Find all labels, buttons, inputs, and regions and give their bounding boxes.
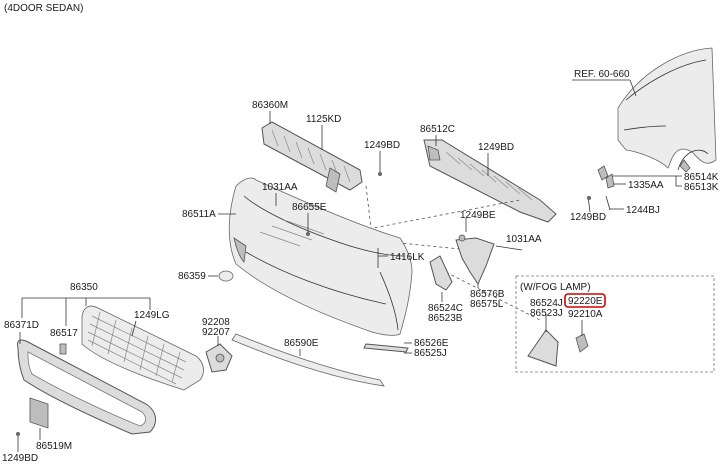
assembly-line bbox=[365, 185, 373, 237]
callout-86523B[interactable]: 86523B bbox=[428, 313, 463, 324]
callout-1335AA[interactable]: 1335AA bbox=[614, 180, 664, 191]
fender-bracket-part bbox=[587, 165, 615, 213]
fog-lamp-group: (W/FOG LAMP) bbox=[515, 275, 715, 373]
callout-86575L[interactable]: 86575L bbox=[470, 299, 504, 310]
svg-text:86519M: 86519M bbox=[36, 441, 72, 452]
callout-86526E[interactable]: 86526E bbox=[404, 338, 449, 349]
callout-1249BD-fender[interactable]: 1249BD bbox=[570, 212, 606, 223]
license-bracket-part bbox=[29, 397, 49, 429]
svg-text:92210A: 92210A bbox=[568, 309, 603, 320]
upper-bracket-part bbox=[261, 121, 363, 193]
highlight-box bbox=[564, 293, 606, 308]
fender-part bbox=[617, 47, 717, 173]
grille-frame-part bbox=[17, 339, 156, 435]
callout-86512C[interactable]: 86512C bbox=[420, 124, 455, 146]
callout-86524J[interactable]: 86524J bbox=[530, 298, 563, 309]
callout-86524C[interactable]: 86524C bbox=[428, 292, 463, 314]
callout-86513K[interactable]: 86513K bbox=[675, 176, 719, 193]
callout-86517[interactable]: 86517 bbox=[50, 328, 78, 355]
callout-1416LK[interactable]: 1416LK bbox=[377, 248, 425, 268]
svg-text:86524J: 86524J bbox=[530, 298, 563, 309]
svg-text:86513K: 86513K bbox=[684, 182, 719, 193]
callout-1031AA-mid[interactable]: 1031AA bbox=[495, 234, 542, 251]
callout-1249BD-bottom[interactable]: 1249BD bbox=[2, 432, 38, 464]
callout-1249BD-right[interactable]: 1249BD bbox=[478, 142, 514, 176]
lower-lip-part bbox=[231, 333, 409, 387]
callout-86360M[interactable]: 86360M bbox=[252, 100, 288, 124]
energy-absorber-part bbox=[423, 139, 557, 223]
svg-text:1244BJ: 1244BJ bbox=[626, 205, 660, 216]
svg-text:92207: 92207 bbox=[202, 327, 230, 338]
svg-text:86511A: 86511A bbox=[182, 209, 216, 220]
svg-text:86655E: 86655E bbox=[292, 202, 327, 213]
svg-text:86576B: 86576B bbox=[470, 289, 505, 300]
svg-text:86371D: 86371D bbox=[4, 320, 39, 331]
svg-text:86514K: 86514K bbox=[684, 172, 719, 183]
callout-86519M[interactable]: 86519M bbox=[36, 428, 72, 452]
svg-text:86575L: 86575L bbox=[470, 299, 504, 310]
svg-text:86512C: 86512C bbox=[420, 124, 455, 135]
svg-text:86517: 86517 bbox=[50, 328, 78, 339]
svg-text:1031AA: 1031AA bbox=[262, 182, 298, 193]
svg-text:86524C: 86524C bbox=[428, 303, 463, 314]
svg-text:1031AA: 1031AA bbox=[506, 234, 542, 245]
svg-text:1249BD: 1249BD bbox=[364, 140, 400, 151]
callout-86576B[interactable]: 86576B bbox=[470, 284, 505, 300]
bumper-cover-part bbox=[228, 177, 413, 336]
callout-86655E[interactable]: 86655E bbox=[292, 202, 327, 236]
svg-text:1249BD: 1249BD bbox=[478, 142, 514, 153]
callout-92208[interactable]: 92208 bbox=[202, 317, 230, 346]
svg-text:86360M: 86360M bbox=[252, 100, 288, 111]
svg-text:92208: 92208 bbox=[202, 317, 230, 328]
svg-text:1249LG: 1249LG bbox=[134, 310, 170, 321]
diagram-title: (4DOOR SEDAN) bbox=[4, 3, 83, 14]
callout-1244BJ[interactable]: 1244BJ bbox=[610, 205, 660, 216]
grille-part bbox=[81, 305, 204, 391]
svg-text:86523B: 86523B bbox=[428, 313, 463, 324]
svg-text:1249BE: 1249BE bbox=[460, 210, 496, 221]
svg-text:86523J: 86523J bbox=[530, 308, 563, 319]
svg-text:(W/FOG LAMP): (W/FOG LAMP) bbox=[520, 282, 591, 293]
callout-86350[interactable]: 86350 bbox=[21, 282, 151, 326]
svg-text:REF. 60-660: REF. 60-660 bbox=[574, 69, 630, 80]
callout-1249BE[interactable]: 1249BE bbox=[460, 210, 496, 221]
svg-text:1335AA: 1335AA bbox=[628, 180, 664, 191]
callout-86525J[interactable]: 86525J bbox=[404, 348, 447, 359]
svg-text:86526E: 86526E bbox=[414, 338, 449, 349]
sensor-part bbox=[205, 343, 233, 373]
callout-86511A[interactable]: 86511A bbox=[182, 209, 236, 220]
callout-86514K[interactable]: 86514K bbox=[612, 172, 719, 183]
callout-1031AA-left[interactable]: 1031AA bbox=[262, 182, 298, 206]
callout-1249LG[interactable]: 1249LG bbox=[131, 310, 170, 337]
svg-text:86590E: 86590E bbox=[284, 338, 319, 349]
callout-92210A[interactable]: 92210A bbox=[568, 309, 603, 320]
svg-text:1249BD: 1249BD bbox=[570, 212, 606, 223]
svg-text:86525J: 86525J bbox=[414, 348, 447, 359]
callout-86523J[interactable]: 86523J bbox=[530, 308, 563, 319]
svg-text:1416LK: 1416LK bbox=[390, 252, 425, 263]
callout-1125KD[interactable]: 1125KD bbox=[306, 114, 341, 150]
callout-86590E[interactable]: 86590E bbox=[284, 338, 319, 356]
svg-text:92220E: 92220E bbox=[568, 296, 603, 307]
svg-text:86350: 86350 bbox=[70, 282, 98, 293]
callout-86371D[interactable]: 86371D bbox=[4, 320, 39, 344]
svg-text:1249BD: 1249BD bbox=[2, 453, 38, 464]
callout-86359[interactable]: 86359 bbox=[178, 270, 234, 282]
side-bracket-part bbox=[429, 218, 495, 291]
callout-92207[interactable]: 92207 bbox=[202, 327, 230, 338]
svg-text:86359: 86359 bbox=[178, 271, 206, 282]
callout-ref-60-660[interactable]: REF. 60-660 bbox=[572, 69, 637, 97]
svg-text:1125KD: 1125KD bbox=[306, 114, 341, 125]
callout-1249BD-top[interactable]: 1249BD bbox=[364, 140, 400, 176]
callout-92220E[interactable]: 92220E bbox=[564, 293, 606, 308]
